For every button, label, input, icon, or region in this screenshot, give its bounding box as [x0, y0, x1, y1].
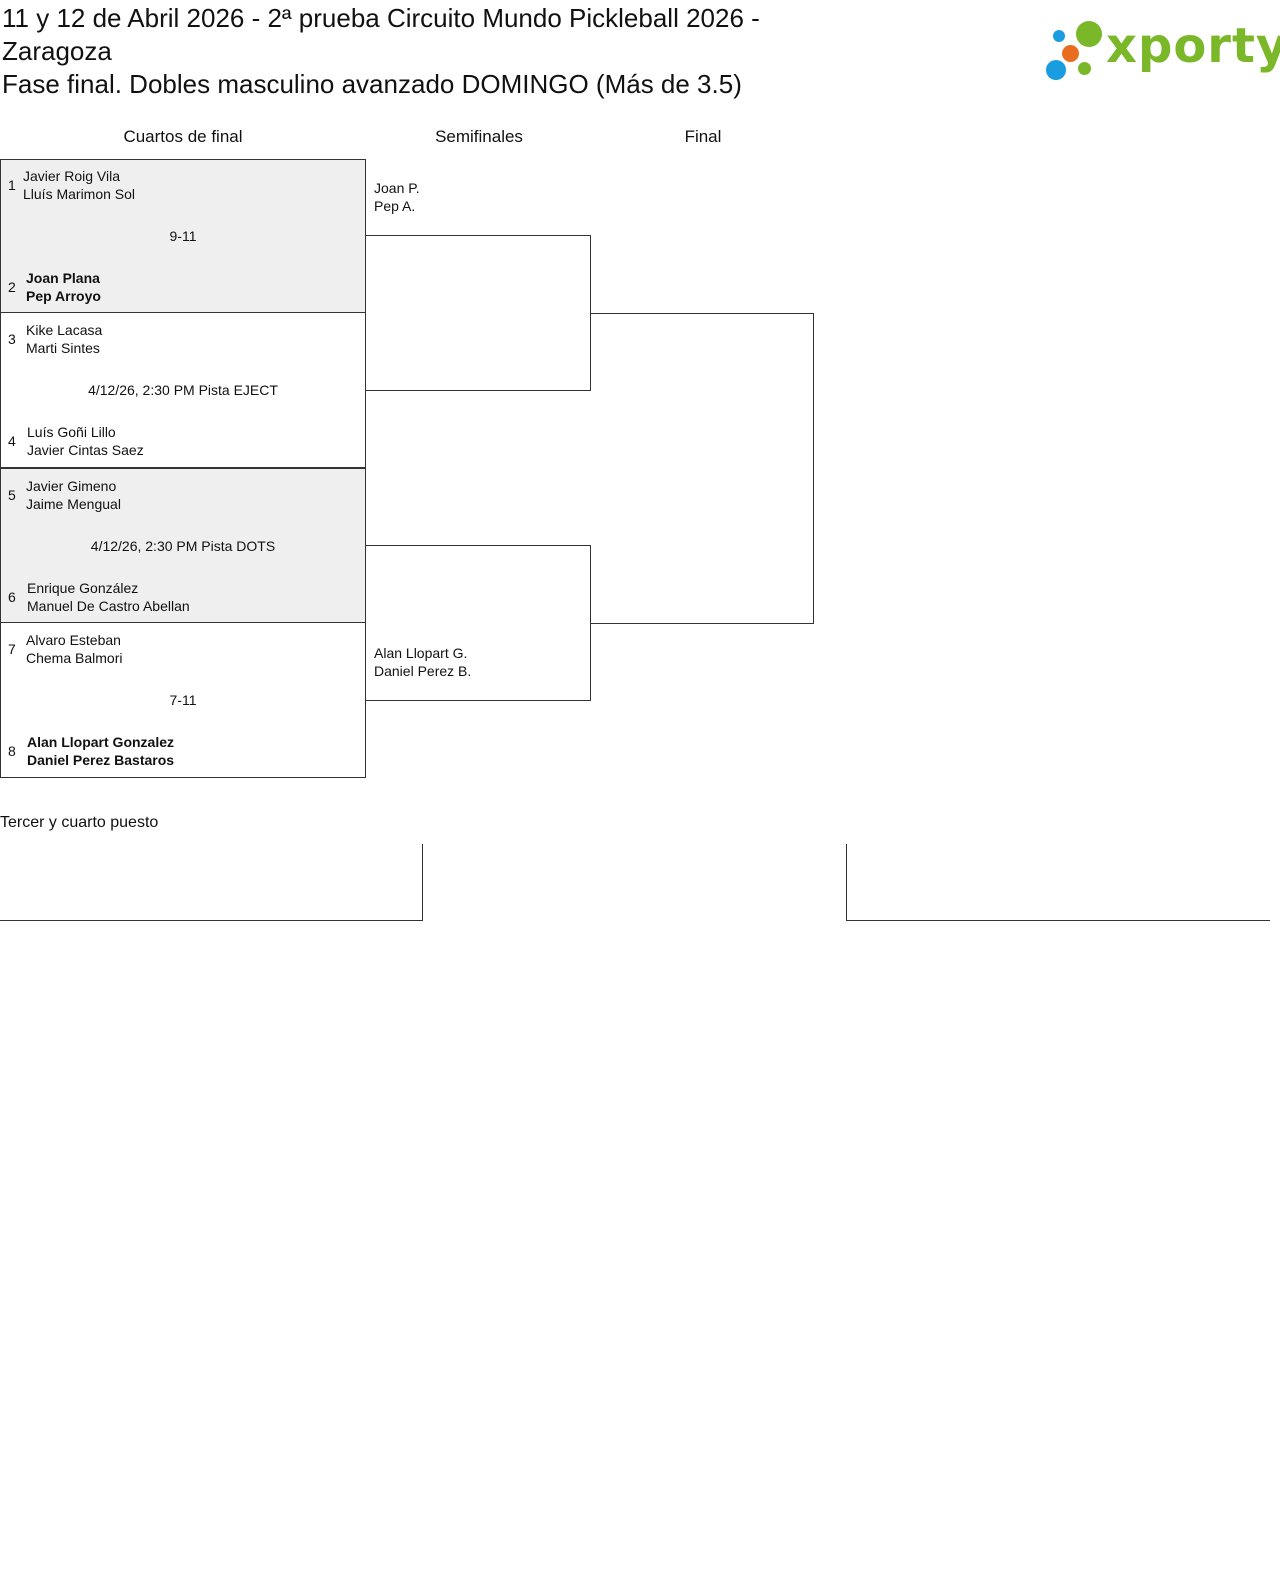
match-schedule: 4/12/26, 2:30 PM Pista EJECT	[88, 382, 278, 398]
event-title-line1: 11 y 12 de Abril 2026 - 2ª prueba Circui…	[2, 3, 760, 66]
logo-dot-orange-icon	[1062, 45, 1079, 62]
third-place-title: Tercer y cuarto puesto	[0, 814, 159, 831]
player-name: Daniel Perez Bastaros	[27, 752, 175, 768]
player-name: Kike Lacasa	[26, 322, 103, 338]
player-name: Alan Llopart G.	[374, 645, 468, 661]
player-name: Joan Plana	[26, 270, 100, 286]
seed-number: 6	[8, 589, 16, 605]
match-schedule: 4/12/26, 2:30 PM Pista DOTS	[90, 538, 276, 554]
bracket-line	[422, 844, 423, 921]
player-name: Alan Llopart Gonzalez	[27, 734, 175, 750]
match-score: 7-11	[169, 692, 197, 708]
player-name: Pep A.	[374, 198, 416, 214]
bracket-line	[0, 920, 423, 921]
bracket-line	[846, 844, 847, 921]
bracket-line	[590, 623, 814, 624]
player-name: Lluís Marimon Sol	[23, 186, 136, 202]
logo-dot-blue-small-icon	[1053, 30, 1065, 42]
semifinalist-team-1: Joan P. Pep A.	[374, 179, 420, 215]
player-name: Jaime Mengual	[26, 496, 121, 512]
semifinalist-team-2: Alan Llopart G. Daniel Perez B.	[374, 644, 471, 680]
player-name: Marti Sintes	[26, 340, 100, 356]
team-bottom-names: Joan Plana Pep Arroyo	[26, 269, 101, 305]
player-name: Javier Cintas Saez	[27, 442, 144, 458]
bracket-line	[366, 545, 591, 546]
event-title-line2: Fase final. Dobles masculino avanzado DO…	[2, 69, 742, 99]
player-name: Javier Roig Vila	[23, 168, 121, 184]
round-header-semifinals: Semifinales	[435, 127, 523, 146]
bracket-line	[366, 700, 591, 701]
quarterfinal-match-2[interactable]: 3 Kike Lacasa Marti Sintes 4/12/26, 2:30…	[0, 313, 366, 468]
logo-text: xporty	[1106, 18, 1280, 74]
player-name: Enrique González	[27, 580, 139, 596]
round-header-quarterfinals: Cuartos de final	[123, 127, 243, 146]
quarterfinal-match-3[interactable]: 5 Javier Gimeno Jaime Mengual 4/12/26, 2…	[0, 468, 366, 623]
team-bottom-names: Alan Llopart Gonzalez Daniel Perez Basta…	[27, 733, 174, 769]
bracket-line	[590, 313, 814, 314]
bracket-line	[813, 313, 814, 624]
player-name: Javier Gimeno	[26, 478, 117, 494]
logo-dot-green-small-icon	[1078, 62, 1091, 75]
bracket-line	[846, 920, 1270, 921]
seed-number: 3	[8, 331, 16, 347]
event-title: 11 y 12 de Abril 2026 - 2ª prueba Circui…	[2, 2, 842, 101]
seed-number: 1	[8, 177, 16, 193]
player-name: Daniel Perez B.	[374, 663, 472, 679]
team-top-names: Kike Lacasa Marti Sintes	[26, 321, 102, 357]
logo-dot-green-large-icon	[1076, 21, 1102, 47]
player-name: Pep Arroyo	[26, 288, 101, 304]
bracket-line	[366, 390, 591, 391]
seed-number: 4	[8, 433, 16, 449]
player-name: Joan P.	[374, 180, 420, 196]
match-score: 9-11	[169, 228, 197, 244]
bracket-line	[366, 235, 591, 236]
team-bottom-names: Luís Goñi Lillo Javier Cintas Saez	[27, 423, 144, 459]
logo-dot-blue-large-icon	[1046, 60, 1066, 80]
quarterfinal-match-4[interactable]: 7 Alvaro Esteban Chema Balmori 7-11 8 Al…	[0, 623, 366, 778]
team-top-names: Alvaro Esteban Chema Balmori	[26, 631, 122, 667]
quarterfinal-match-1[interactable]: 1 Javier Roig Vila Lluís Marimon Sol 9-1…	[0, 159, 366, 313]
player-name: Alvaro Esteban	[26, 632, 121, 648]
round-header-final: Final	[684, 127, 722, 146]
seed-number: 2	[8, 279, 16, 295]
seed-number: 5	[8, 487, 16, 503]
team-top-names: Javier Gimeno Jaime Mengual	[26, 477, 121, 513]
player-name: Chema Balmori	[26, 650, 123, 666]
player-name: Manuel De Castro Abellan	[27, 598, 190, 614]
seed-number: 8	[8, 743, 16, 759]
team-bottom-names: Enrique González Manuel De Castro Abella…	[27, 579, 190, 615]
player-name: Luís Goñi Lillo	[27, 424, 116, 440]
xporty-logo[interactable]: xporty	[1044, 18, 1280, 84]
seed-number: 7	[8, 641, 16, 657]
team-top-names: Javier Roig Vila Lluís Marimon Sol	[23, 167, 135, 203]
